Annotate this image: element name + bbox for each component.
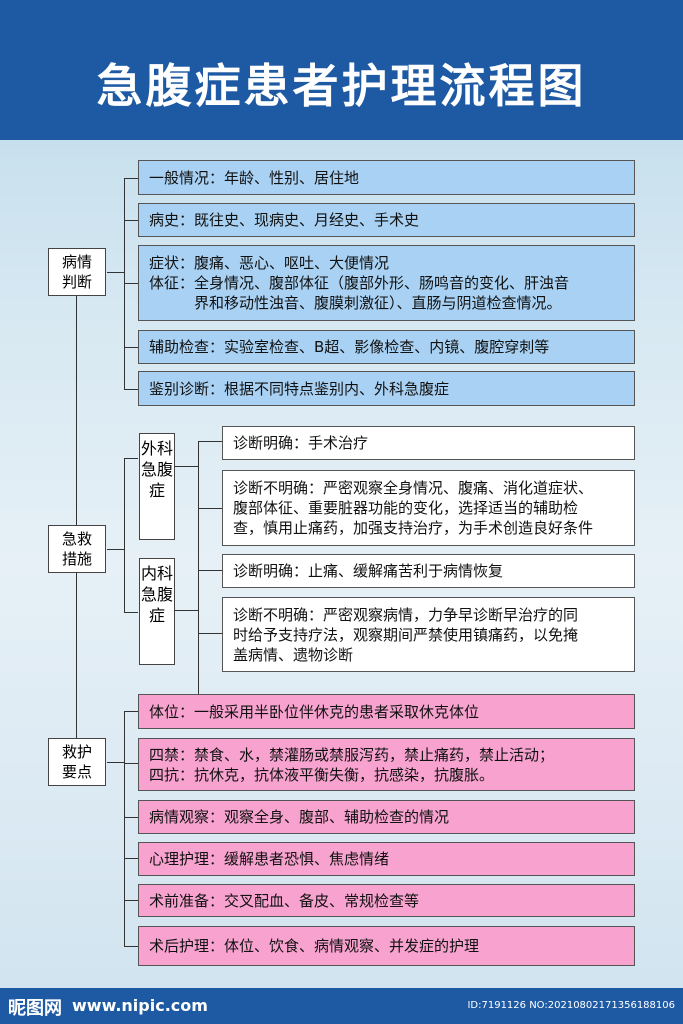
surgical-spine-line [198,441,199,694]
care-item: 病情观察：观察全身、腹部、辅助检查的情况 [138,800,635,834]
connector [124,347,138,348]
surgical-item: 诊断明确：手术治疗 [222,426,635,460]
subcategory-surgical: 外科急腹症 [139,433,175,540]
header-banner [0,0,683,140]
medical-item: 诊断不明确：严密观察病情，力争早诊断早治疗的同 时给予支持疗法，观察期间严禁使用… [222,597,635,672]
footer-bar: 昵图网 www.nipic.com ID:7191126 NO:20210802… [0,988,683,1024]
connector [124,763,138,764]
subcategory-medical-label: 内科急腹症 [140,564,173,625]
connector [175,610,198,611]
care-item: 心理护理：缓解患者恐惧、焦虑情绪 [138,842,635,876]
connector [107,272,124,273]
subcategory-surgical-label: 外科急腹症 [140,439,173,500]
connector [198,633,222,634]
assess-item: 一般情况：年龄、性别、居住地 [138,160,635,195]
category-assess-label: 病情判断 [61,253,92,291]
connector [124,612,138,613]
category-assess: 病情判断 [48,248,106,296]
rescue-spine-line [124,458,125,612]
connector [124,458,138,459]
connector [198,441,222,442]
connector [124,817,138,818]
care-item: 术后护理：体位、饮食、病情观察、并发症的护理 [138,926,635,966]
surgical-item: 诊断不明确：严密观察全身情况、腹痛、消化道症状、 腹部体征、重要脏器功能的变化，… [222,470,635,546]
care-item: 体位：一般采用半卧位伴休克的患者采取休克体位 [138,694,635,729]
connector [107,762,124,763]
assess-item: 鉴别诊断：根据不同特点鉴别内、外科急腹症 [138,371,635,406]
assess-spine-line [124,178,125,390]
category-rescue-label: 急救措施 [61,530,92,568]
connector [124,711,138,712]
care-item: 四禁：禁食、水，禁灌肠或禁服泻药，禁止痛药，禁止活动； 四抗：抗休克，抗体液平衡… [138,738,635,791]
category-care: 救护要点 [48,738,106,786]
connector [124,858,138,859]
footer-logo: 昵图网 [8,998,62,1019]
connector [124,389,138,390]
connector [124,283,138,284]
subcategory-medical: 内科急腹症 [139,558,175,665]
connector [124,178,138,179]
connector [124,220,138,221]
connector [198,508,222,509]
assess-item: 症状：腹痛、恶心、呕吐、大便情况 体征：全身情况、腹部体征（腹部外形、肠鸣音的变… [138,245,635,321]
category-care-label: 救护要点 [61,743,92,781]
connector [107,549,124,550]
care-spine-line [124,711,125,946]
care-item: 术前准备：交叉配血、备皮、常规检查等 [138,884,635,917]
page-title: 急腹症患者护理流程图 [96,59,587,113]
footer-id: ID:7191126 NO:20210802171356188106 [467,1000,675,1011]
assess-item: 辅助检查：实验室检查、B超、影像检查、内镜、腹腔穿刺等 [138,330,635,364]
connector [175,466,198,467]
category-rescue: 急救措施 [48,525,106,573]
medical-item: 诊断明确：止痛、缓解痛苦利于病情恢复 [222,554,635,588]
assess-item: 病史：既往史、现病史、月经史、手术史 [138,203,635,237]
connector [124,946,138,947]
connector [198,570,222,571]
connector [124,900,138,901]
footer-url[interactable]: www.nipic.com [72,996,208,1015]
